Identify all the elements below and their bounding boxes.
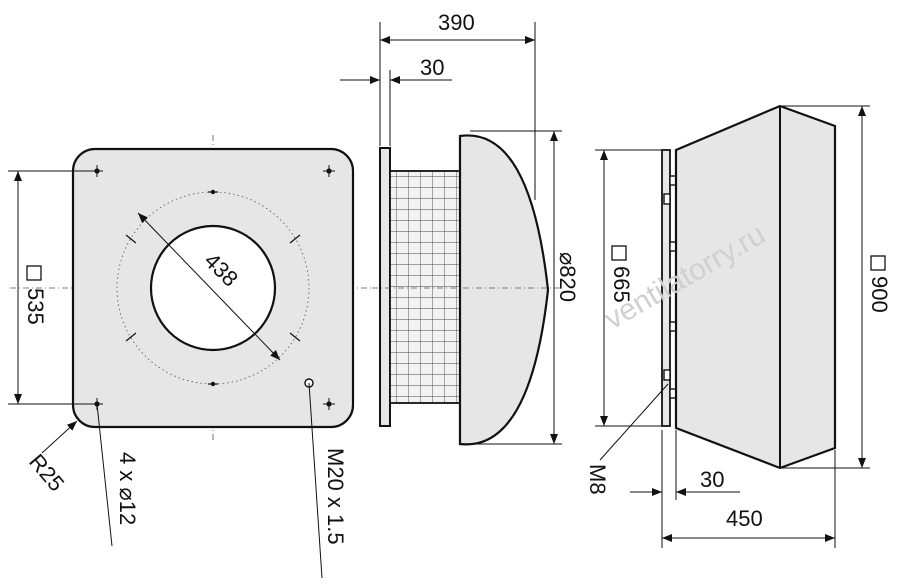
square-symbol [611,245,627,261]
total-390-label: 390 [438,10,475,35]
side-view-box: ventilatorry.ru 665 M8 30 450 900 [585,104,892,548]
bolt-point [210,381,216,387]
square-symbol [870,255,886,271]
dia-820-label: ⌀820 [555,252,580,302]
radius-leader [41,420,78,454]
bolt-circle [116,191,310,385]
bolt-leader [599,383,669,461]
thread-leader [308,382,323,579]
bolt-m8-label: M8 [585,464,610,495]
square-535-label: 535 [23,288,48,325]
central-opening [149,224,277,352]
wall-plate [661,149,671,427]
square-665-label: 665 [609,266,634,303]
square-900-label: 900 [867,276,892,313]
front-view: 438 535 R25 4 x ⌀12 M20 x 1.5 [8,135,372,579]
grille-body [389,170,461,404]
side-view: 390 30 ⌀820 [340,10,580,446]
flange [379,147,391,427]
radius-label: R25 [24,449,69,496]
flange-30-label: 30 [420,55,444,80]
thread-label: M20 x 1.5 [323,448,348,545]
depth-30-label: 30 [700,467,724,492]
hood-cap [458,134,550,446]
depth-450-label: 450 [726,506,763,531]
bolt-point [210,189,216,195]
holes-label: 4 x ⌀12 [115,452,140,525]
square-symbol [26,265,42,281]
bore-dimension-line [137,212,281,361]
holes-leader [96,403,113,547]
